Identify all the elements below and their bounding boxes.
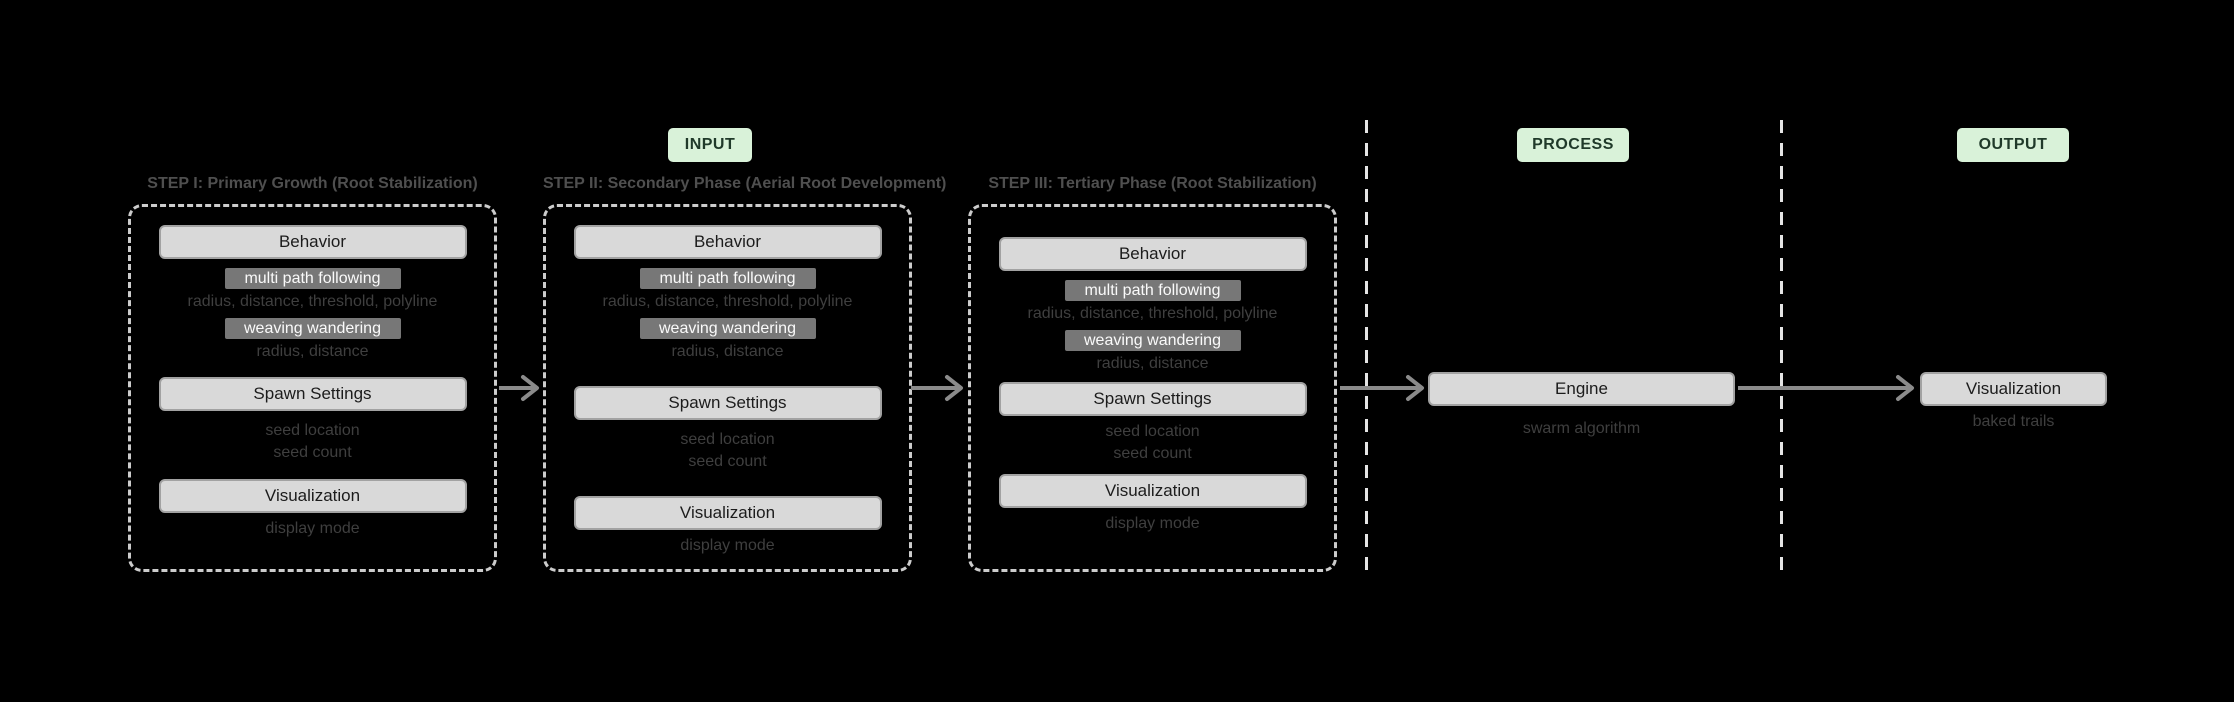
tag-params: radius, distance, threshold, polyline	[1027, 305, 1278, 322]
step-1-column: STEP I: Primary Growth (Root Stabilizati…	[128, 174, 497, 572]
behavior-panel: Behavior	[998, 237, 1307, 271]
behavior-panel: Behavior	[573, 225, 882, 259]
step-3-title: STEP III: Tertiary Phase (Root Stabiliza…	[988, 175, 1317, 192]
behavior-tag: weaving wandering	[1064, 330, 1241, 351]
zone-separator-input-process	[1365, 120, 1368, 576]
spawn-param: seed location	[1105, 423, 1200, 440]
step-3-column: STEP III: Tertiary Phase (Root Stabiliza…	[968, 174, 1337, 572]
step-2-column: STEP II: Secondary Phase (Aerial Root De…	[543, 174, 947, 572]
visualization-param: display mode	[265, 520, 360, 537]
tag-params: radius, distance	[256, 343, 369, 360]
spawn-settings-panel: Spawn Settings	[998, 382, 1307, 416]
flow-arrow-icon	[1738, 373, 1916, 403]
tag-params: radius, distance	[671, 343, 784, 360]
output-visualization-panel: Visualization	[1920, 372, 2107, 406]
process-zone-badge: PROCESS	[1517, 128, 1629, 162]
step-2-title: STEP II: Secondary Phase (Aerial Root De…	[543, 175, 947, 192]
spawn-settings-panel: Spawn Settings	[158, 377, 467, 411]
input-zone-badge: INPUT	[668, 128, 752, 162]
step-2-dashed-box: Behavior multi path following radius, di…	[543, 204, 912, 572]
flow-arrow-icon	[911, 373, 965, 403]
spawn-param: seed location	[265, 422, 360, 439]
behavior-tag: multi path following	[1064, 280, 1241, 301]
spawn-param: seed location	[680, 431, 775, 448]
tag-params: radius, distance, threshold, polyline	[602, 293, 853, 310]
spawn-param: seed count	[688, 453, 767, 470]
visualization-panel: Visualization	[158, 479, 467, 513]
tag-params: radius, distance, threshold, polyline	[187, 293, 438, 310]
zone-separator-process-output	[1780, 120, 1783, 576]
engine-panel: Engine	[1428, 372, 1735, 406]
behavior-tag: multi path following	[224, 268, 401, 289]
visualization-panel: Visualization	[998, 474, 1307, 508]
output-group: Visualization baked trails	[1920, 372, 2107, 432]
spawn-param: seed count	[273, 444, 352, 461]
flow-arrow-icon	[499, 373, 541, 403]
behavior-panel: Behavior	[158, 225, 467, 259]
output-zone-badge: OUTPUT	[1957, 128, 2069, 162]
step-1-dashed-box: Behavior multi path following radius, di…	[128, 204, 497, 572]
flow-arrow-icon	[1340, 373, 1426, 403]
step-3-dashed-box: Behavior multi path following radius, di…	[968, 204, 1337, 572]
spawn-settings-panel: Spawn Settings	[573, 386, 882, 420]
visualization-param: display mode	[680, 537, 775, 554]
output-sub-label: baked trails	[1972, 413, 2055, 430]
spawn-param: seed count	[1113, 445, 1192, 462]
process-group: Engine swarm algorithm	[1428, 372, 1735, 439]
tag-params: radius, distance	[1096, 355, 1209, 372]
step-1-title: STEP I: Primary Growth (Root Stabilizati…	[147, 175, 478, 192]
visualization-panel: Visualization	[573, 496, 882, 530]
behavior-tag: multi path following	[639, 268, 816, 289]
behavior-tag: weaving wandering	[639, 318, 816, 339]
behavior-tag: weaving wandering	[224, 318, 401, 339]
visualization-param: display mode	[1105, 515, 1200, 532]
engine-sub-label: swarm algorithm	[1522, 420, 1641, 437]
